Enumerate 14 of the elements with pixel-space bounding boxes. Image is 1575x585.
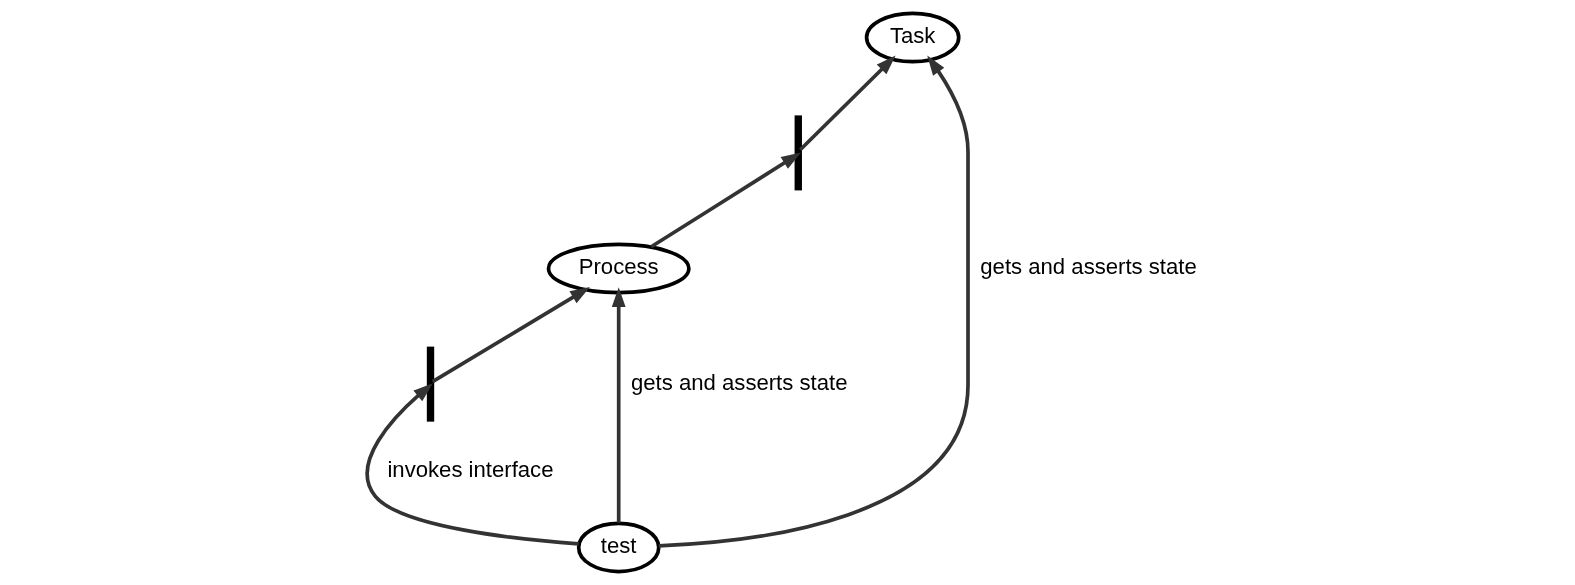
edge-label: gets and asserts state: [630, 369, 847, 395]
edge-label: gets and asserts state: [979, 253, 1197, 279]
arrow: [611, 287, 626, 523]
edge-label: invokes interface: [386, 456, 553, 482]
arrow: [431, 287, 590, 384]
node-bar: [426, 346, 434, 422]
node-bar: [794, 115, 802, 191]
arrow: [649, 152, 801, 249]
arrow: [658, 55, 970, 548]
arrow: [798, 55, 896, 152]
node-ellipse: Task: [864, 11, 961, 64]
node-ellipse: Process: [546, 242, 691, 295]
arrow: [365, 383, 579, 546]
node-ellipse: test: [576, 521, 661, 574]
